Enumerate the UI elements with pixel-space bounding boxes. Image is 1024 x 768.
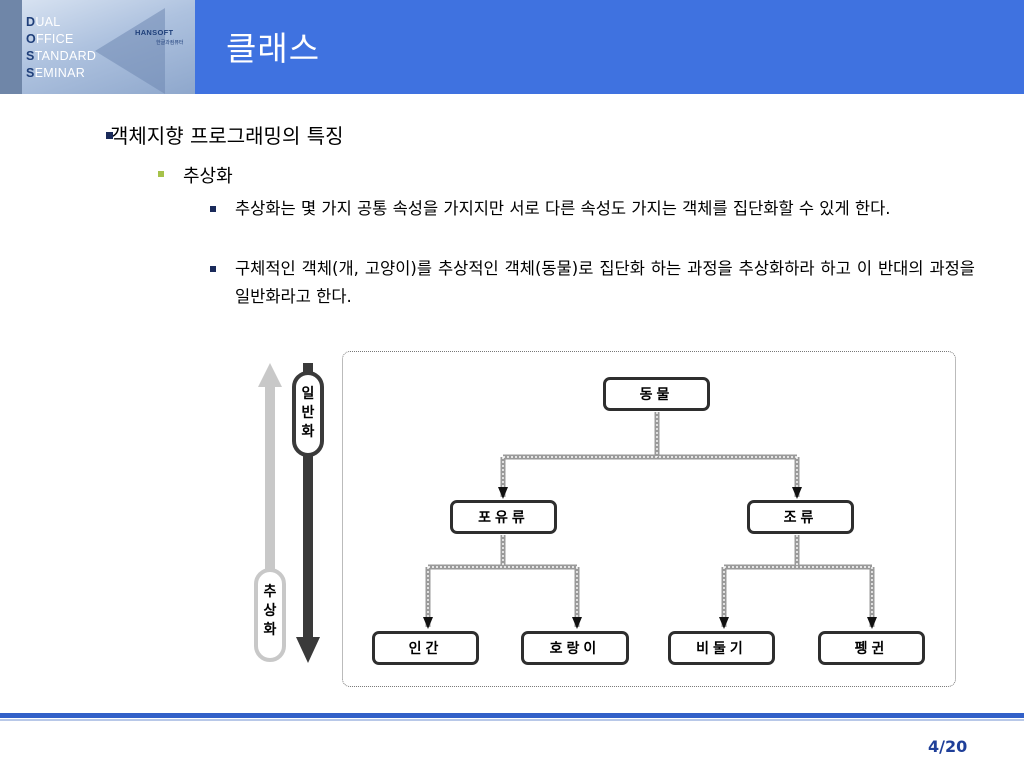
logo-stripe — [0, 0, 22, 94]
node-animal: 동물 — [603, 377, 710, 411]
down-arrow-icon — [296, 637, 320, 663]
diagram-frame — [342, 351, 956, 687]
generalization-label: 일 반 화 — [301, 386, 315, 440]
bullet-level3-text: 추상화는 몇 가지 공통 속성을 가지지만 서로 다른 속성도 가지는 객체를 … — [235, 199, 891, 218]
page-number: 4/20 — [928, 737, 968, 756]
bullet-level3-text: 구체적인 객체(개, 고양이)를 추상적인 객체(동물)로 집단화 하는 과정을… — [235, 259, 975, 306]
header-bar: DUAL OFFICE STANDARD SEMINAR HANSOFT 한글과… — [0, 0, 1024, 94]
up-label-pill — [254, 568, 286, 662]
footer-divider — [0, 713, 1024, 718]
up-arrow-shaft — [265, 385, 275, 653]
bullet-level1-text: 객체지향 프로그래밍의 특징 — [110, 124, 344, 148]
abstraction-label: 추 상 화 — [263, 584, 277, 638]
page-title: 클래스 — [226, 29, 321, 68]
logo-chevron — [95, 8, 165, 94]
arrowhead-icon — [498, 487, 508, 499]
bullet-level1: 객체지향 프로그래밍의 특징 — [106, 120, 344, 149]
arrowhead-icon — [792, 487, 802, 499]
node-mammal: 포유류 — [450, 500, 557, 534]
node-human: 인간 — [372, 631, 479, 665]
up-arrow-icon — [258, 363, 282, 387]
logo-line: SEMINAR — [26, 66, 86, 80]
bullet-square-icon — [210, 206, 216, 212]
node-penguin: 펭귄 — [818, 631, 925, 665]
logo-brand: HANSOFT — [135, 28, 174, 37]
arrowhead-icon — [423, 617, 433, 629]
bullet-level3: 추상화는 몇 가지 공통 속성을 가지지만 서로 다른 속성도 가지는 객체를 … — [210, 195, 975, 223]
arrowhead-icon — [572, 617, 582, 629]
arrowhead-icon — [719, 617, 729, 629]
bullet-level3: 구체적인 객체(개, 고양이)를 추상적인 객체(동물)로 집단화 하는 과정을… — [210, 255, 975, 311]
down-label-pill — [292, 371, 324, 457]
bullet-square-icon — [210, 266, 216, 272]
node-bird: 조류 — [747, 500, 854, 534]
logo: DUAL OFFICE STANDARD SEMINAR HANSOFT 한글과… — [0, 0, 195, 94]
logo-line: OFFICE — [26, 32, 74, 46]
node-pigeon: 비둘기 — [668, 631, 775, 665]
bullet-square-icon — [158, 171, 164, 177]
logo-text: DUAL OFFICE STANDARD SEMINAR — [26, 14, 96, 82]
bullet-level2-text: 추상화 — [183, 166, 233, 187]
footer-divider-thin — [0, 719, 1024, 721]
logo-brand-sub: 한글과컴퓨터 — [156, 40, 184, 46]
arrowhead-icon — [867, 617, 877, 629]
connector-arrowheads — [423, 487, 877, 629]
down-arrow-shaft — [303, 363, 313, 638]
logo-line: STANDARD — [26, 49, 97, 63]
bullet-level2: 추상화 — [158, 162, 233, 188]
bullet-square-icon — [106, 132, 113, 139]
node-tiger: 호랑이 — [521, 631, 629, 665]
connector-dashes — [427, 412, 873, 627]
logo-line: DUAL — [26, 15, 61, 29]
abstraction-axes — [254, 363, 324, 663]
